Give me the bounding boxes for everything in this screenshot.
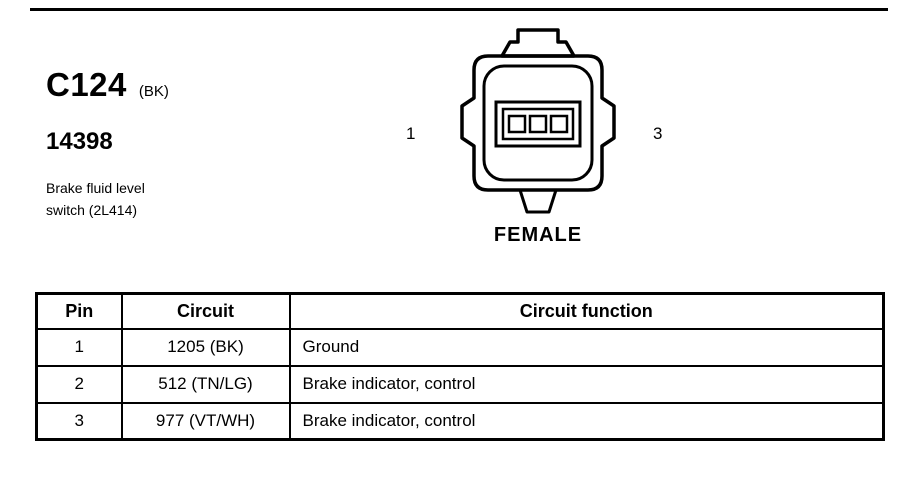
column-header-circuit-function: Circuit function	[288, 292, 885, 330]
connector-top-key	[500, 28, 576, 58]
gender-label: FEMALE	[493, 224, 583, 246]
column-header-pin: Pin	[35, 292, 123, 330]
terminal-cavity-1	[507, 114, 527, 134]
column-header-circuit: Circuit	[120, 292, 291, 330]
terminal-block-inner	[501, 107, 575, 141]
description-line-1: Brake fluid level	[46, 180, 145, 196]
description-line-2: switch (2L414)	[46, 202, 138, 218]
pin-cell: 2	[35, 364, 123, 404]
function-cell: Brake indicator, control	[288, 401, 885, 441]
pin-3-callout: 3	[653, 124, 663, 143]
terminal-cavity-2	[528, 114, 548, 134]
circuit-cell: 1205 (BK)	[120, 327, 291, 367]
connector-bottom-tab	[518, 188, 558, 214]
connector-inner-shell	[482, 64, 594, 182]
connector-color-code: (BK)	[138, 83, 169, 100]
circuit-cell: 512 (TN/LG)	[120, 364, 291, 404]
terminal-cavity-3	[549, 114, 569, 134]
top-divider	[30, 8, 888, 11]
terminal-block-outer	[494, 100, 582, 148]
connector-id-block: C124 (BK)	[46, 66, 169, 104]
table-row: 1 1205 (BK) Ground	[35, 327, 885, 367]
pin-cell: 1	[35, 327, 123, 367]
connector-outer-body	[460, 54, 616, 192]
pin-cell: 3	[35, 401, 123, 441]
table-row: 3 977 (VT/WH) Brake indicator, control	[35, 401, 885, 441]
function-cell: Brake indicator, control	[288, 364, 885, 404]
connector-id: C124	[46, 66, 127, 103]
function-cell: Ground	[288, 327, 885, 367]
pin-1-callout: 1	[406, 124, 416, 143]
part-number: 14398	[46, 128, 113, 155]
connector-description: Brake fluid level switch (2L414)	[46, 177, 145, 221]
pinout-table: Pin Circuit Circuit function 1 1205 (BK)…	[35, 292, 885, 441]
table-row: 2 512 (TN/LG) Brake indicator, control	[35, 364, 885, 404]
connector-diagram	[418, 26, 658, 226]
circuit-cell: 977 (VT/WH)	[120, 401, 291, 441]
table-header-row: Pin Circuit Circuit function	[35, 292, 885, 330]
female-connector-drawing	[460, 28, 616, 214]
